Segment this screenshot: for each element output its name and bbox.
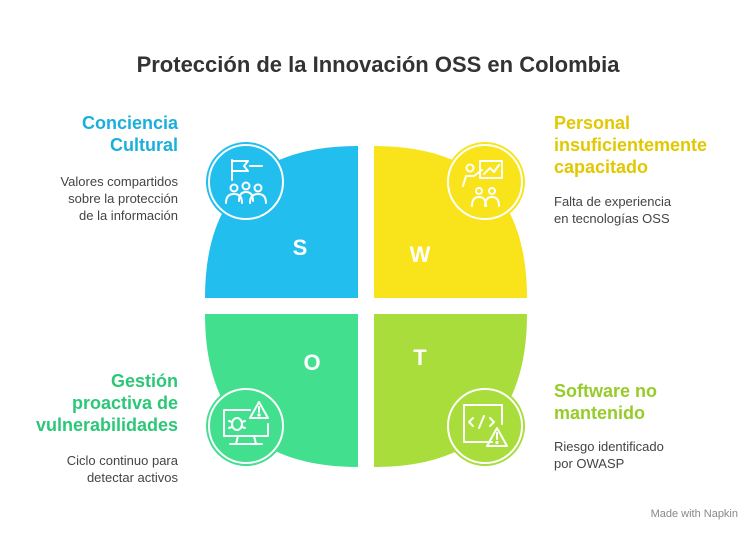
training-presentation-icon xyxy=(445,142,525,222)
team-flag-icon xyxy=(206,142,286,222)
threat-description: Riesgo identificado por OWASP xyxy=(554,438,734,472)
opportunity-desc-line: detectar activos xyxy=(86,470,178,485)
weakness-heading: Personal insuficientemente capacitado xyxy=(554,112,744,178)
opportunity-heading-line: vulnerabilidades xyxy=(35,415,178,435)
strength-heading: Conciencia Cultural xyxy=(40,112,178,156)
weakness-heading-line: Personal xyxy=(554,113,631,133)
napkin-watermark[interactable]: Made with Napkin xyxy=(650,508,738,520)
weakness-letter: W xyxy=(410,242,431,267)
threat-desc-line: Riesgo identificado xyxy=(554,439,664,454)
threat-desc-line: por OWASP xyxy=(554,456,625,471)
opportunity-heading-line: Gestión xyxy=(110,371,178,391)
threat-heading: Software no mantenido xyxy=(554,380,734,424)
weakness-desc-line: Falta de experiencia xyxy=(554,194,672,209)
opportunity-letter: O xyxy=(303,350,320,375)
opportunity-desc-line: Ciclo continuo para xyxy=(66,453,178,468)
bug-monitor-warning-icon xyxy=(206,386,286,466)
page-title: Protección de la Innovación OSS en Colom… xyxy=(136,52,620,77)
weakness-heading-line: capacitado xyxy=(554,157,649,177)
threat-heading-line: mantenido xyxy=(554,403,646,423)
weakness-heading-line: insuficientemente xyxy=(554,135,708,155)
strength-desc-line: sobre la protección xyxy=(68,191,178,206)
strength-desc-line: Valores compartidos xyxy=(60,174,178,189)
opportunity-heading-line: proactiva de xyxy=(71,393,178,413)
strength-description: Valores compartidos sobre la protección … xyxy=(20,173,178,224)
opportunity-heading: Gestión proactiva de vulnerabilidades xyxy=(20,370,178,436)
threat-heading-line: Software no xyxy=(554,381,658,401)
strength-letter: S xyxy=(293,235,308,260)
code-warning-icon xyxy=(445,386,525,466)
strength-heading-line: Conciencia xyxy=(81,113,178,133)
strength-heading-line: Cultural xyxy=(109,135,178,155)
opportunity-description: Ciclo continuo para detectar activos xyxy=(20,452,178,486)
weakness-desc-line: en tecnologías OSS xyxy=(554,211,670,226)
weakness-description: Falta de experiencia en tecnologías OSS xyxy=(554,193,734,227)
strength-desc-line: de la información xyxy=(79,208,178,223)
threat-letter: T xyxy=(413,345,427,370)
